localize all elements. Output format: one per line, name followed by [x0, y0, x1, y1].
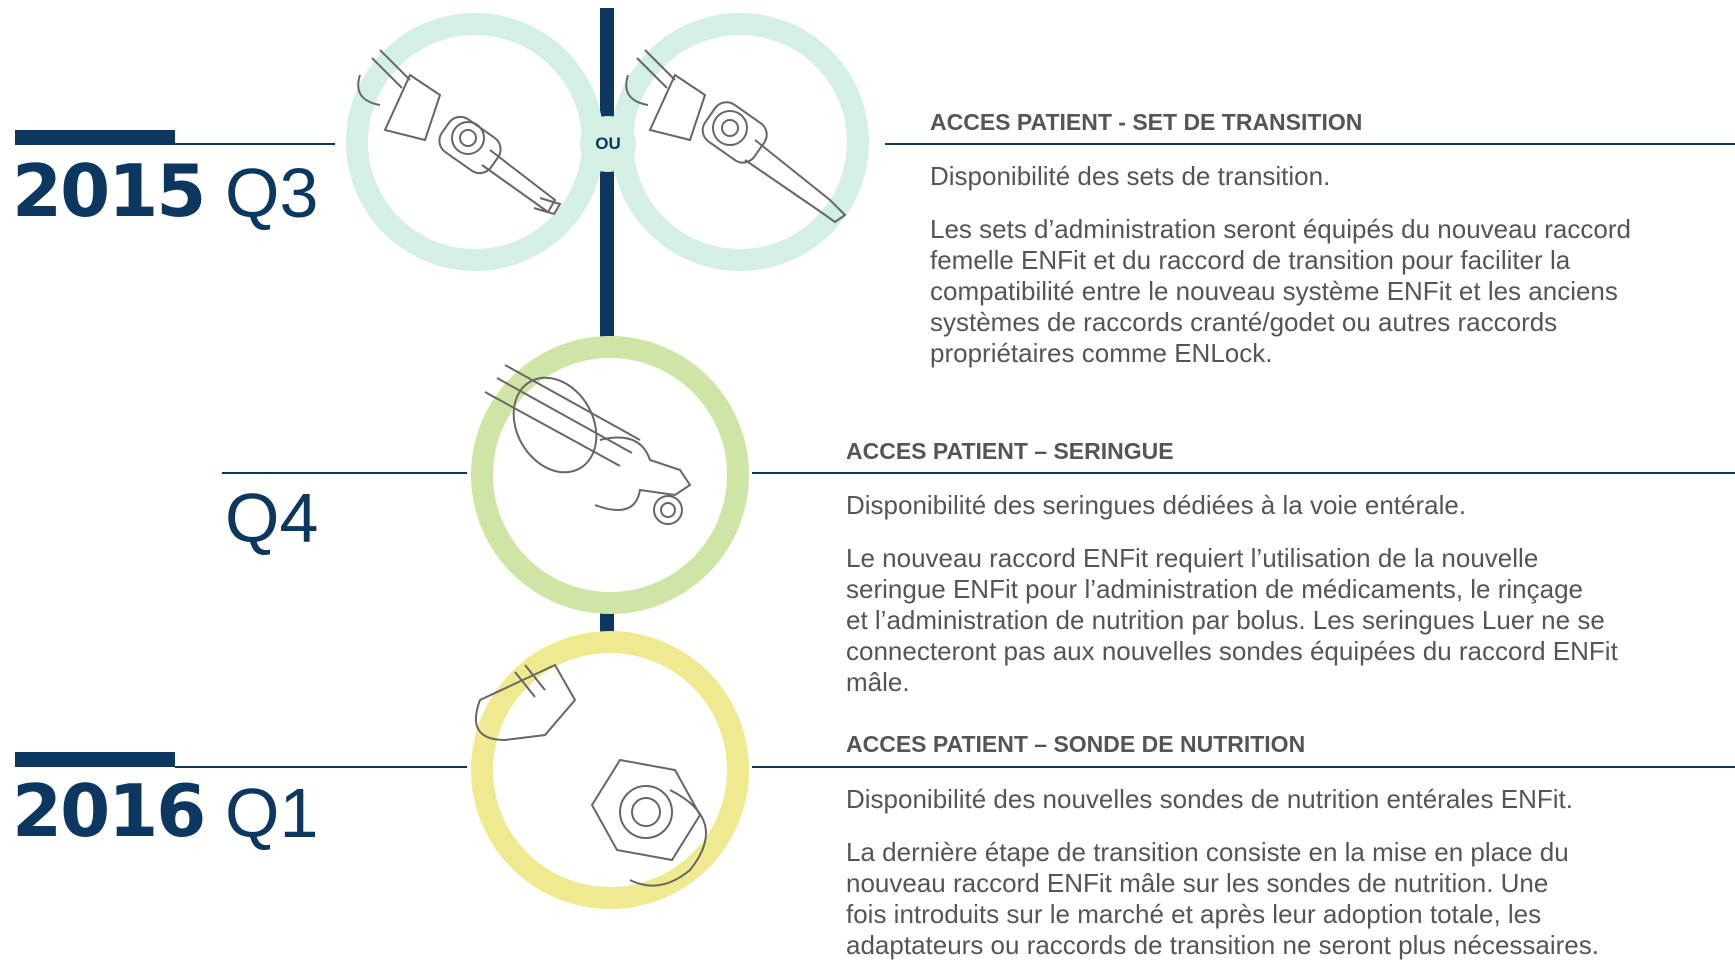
section-q4-body: Le nouveau raccord ENFit requiert l’util…: [846, 543, 1618, 698]
ring-q1: [471, 631, 749, 909]
quarter-q4: Q4: [225, 479, 319, 557]
year-2016: 2016: [12, 769, 206, 853]
year-2015: 2015: [12, 149, 206, 233]
transition-connector-icon-a: [357, 49, 562, 216]
ou-separator-label: OU: [595, 134, 621, 153]
ring-q4: [471, 336, 749, 614]
section-q3-body-line: Les sets d’administration seront équipés…: [930, 214, 1631, 244]
section-q4-body-line: mâle.: [846, 667, 910, 697]
section-q3-body-line: propriétaires comme ENLock.: [930, 338, 1273, 368]
year-bar-2016: [15, 752, 175, 767]
quarter-q3: Q3: [225, 154, 319, 232]
section-q1-body-line: fois introduits sur le marché et après l…: [846, 899, 1542, 929]
section-q4-lead: Disponibilité des seringues dédiées à la…: [846, 490, 1467, 520]
feeding-tube-connector-icon: [475, 663, 707, 887]
section-q1-heading: ACCES PATIENT – SONDE DE NUTRITION: [846, 731, 1306, 757]
section-q3-body-line: systèmes de raccords cranté/godet ou aut…: [930, 307, 1558, 337]
section-q4-body-line: Le nouveau raccord ENFit requiert l’util…: [846, 543, 1539, 573]
year-bar-2015: [15, 130, 175, 145]
section-q3-lead: Disponibilité des sets de transition.: [930, 161, 1331, 191]
section-q3-body: Les sets d’administration seront équipés…: [930, 214, 1631, 369]
quarter-q1: Q1: [225, 774, 319, 852]
section-q4-body-line: et l’administration de nutrition par bol…: [846, 605, 1605, 635]
section-q4-body-line: connecteront pas aux nouvelles sondes éq…: [846, 636, 1618, 666]
transition-connector-icon-b: [625, 49, 847, 224]
section-q1-lead: Disponibilité des nouvelles sondes de nu…: [846, 784, 1573, 814]
section-q4-heading: ACCES PATIENT – SERINGUE: [846, 438, 1174, 464]
syringe-icon: [484, 364, 692, 525]
section-q3-body-line: femelle ENFit et du raccord de transitio…: [930, 245, 1571, 275]
ou-separator-circle: [580, 116, 636, 172]
section-q1-body-line: adaptateurs ou raccords de transition ne…: [846, 930, 1599, 960]
section-q1-body: La dernière étape de transition consiste…: [846, 837, 1599, 961]
section-q3-heading: ACCES PATIENT - SET DE TRANSITION: [930, 109, 1363, 135]
section-q4-body-line: seringue ENFit pour l’administration de …: [846, 574, 1584, 604]
section-q3-body-line: compatibilité entre le nouveau système E…: [930, 276, 1618, 306]
section-q1-body-line: La dernière étape de transition consiste…: [846, 837, 1569, 867]
section-q1-body-line: nouveau raccord ENFit mâle sur les sonde…: [846, 868, 1549, 898]
